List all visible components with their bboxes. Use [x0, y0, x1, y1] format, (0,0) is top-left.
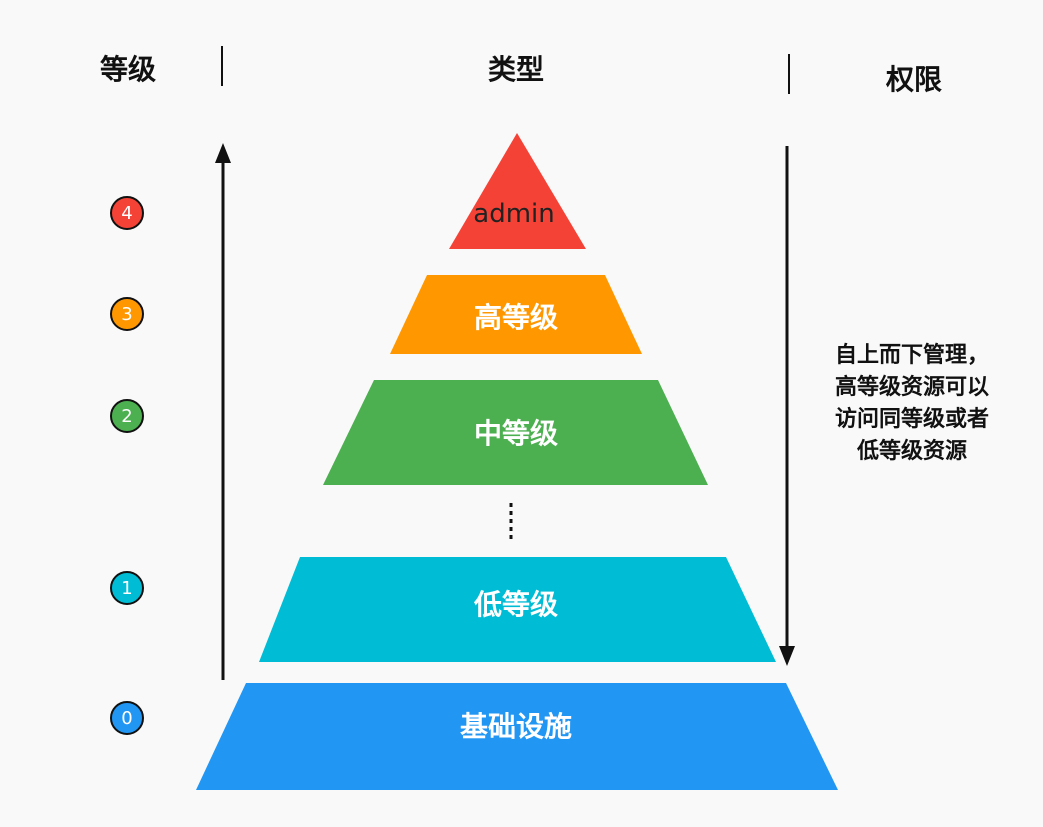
- tier-low-shape: [259, 557, 776, 662]
- level-badge-2: 2: [110, 399, 144, 433]
- permission-description: 自上而下管理， 高等级资源可以 访问同等级或者 低等级资源: [835, 340, 989, 468]
- up-arrow-head: [215, 143, 231, 163]
- level-header: 等级: [99, 53, 157, 86]
- level-badge-0: 0: [110, 701, 144, 735]
- permission-line-3: 访问同等级或者: [834, 407, 990, 432]
- level-badge-4: 4: [110, 196, 144, 230]
- tier-mid-shape: [323, 380, 708, 485]
- header-divider-right: [788, 54, 790, 94]
- type-header: 类型: [487, 53, 545, 86]
- header-divider-left: [221, 46, 223, 86]
- permission-line-2: 高等级资源可以: [834, 375, 990, 400]
- tier-infra-shape: [196, 683, 838, 790]
- level-badge-3: 3: [110, 297, 144, 331]
- tier-admin-label: admin: [473, 199, 555, 229]
- permission-header: 权限: [885, 63, 943, 96]
- down-arrow-head: [779, 646, 795, 666]
- permission-line-4: 低等级资源: [856, 439, 968, 464]
- tier-low-label: 低等级: [473, 588, 559, 621]
- level-badge-1: 1: [110, 571, 144, 605]
- tier-high-label: 高等级: [473, 301, 559, 334]
- tier-mid-label: 中等级: [473, 417, 559, 450]
- tier-high-shape: [390, 275, 642, 354]
- tier-infra-label: 基础设施: [459, 710, 573, 743]
- permission-line-1: 自上而下管理，: [834, 343, 990, 368]
- tier-admin-shape: [449, 133, 586, 249]
